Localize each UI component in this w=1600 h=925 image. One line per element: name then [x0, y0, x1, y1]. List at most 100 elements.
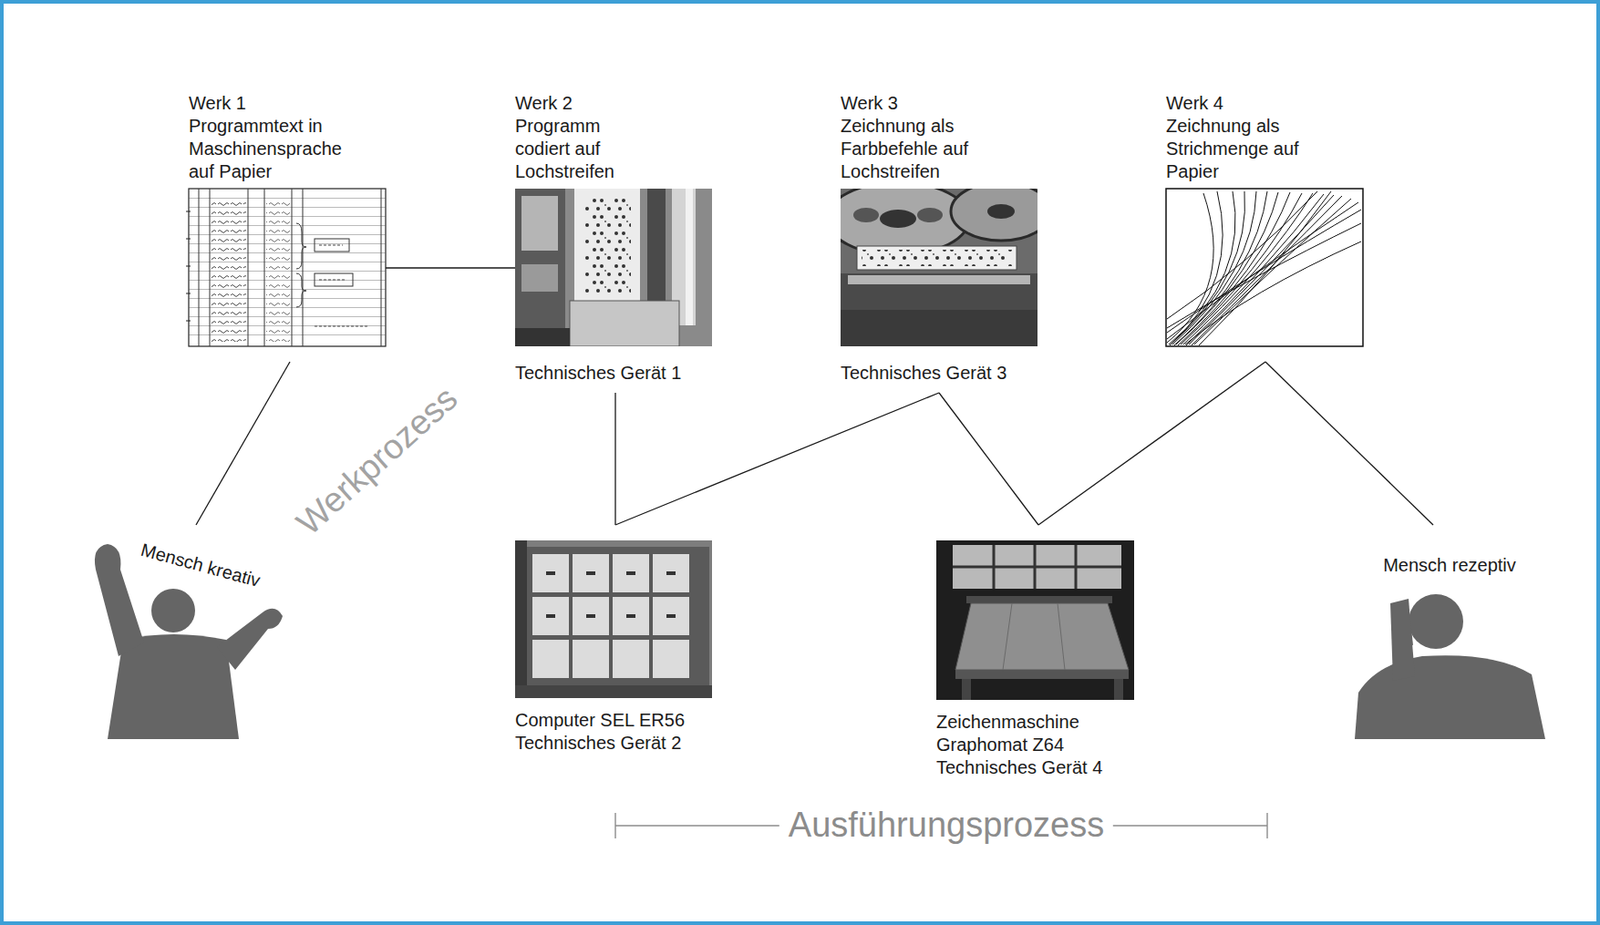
tape-reader-photo: [521, 264, 558, 292]
plotter-photo: [966, 596, 1113, 604]
line-drawing: [1191, 196, 1342, 346]
tape-reader-photo: [515, 188, 713, 347]
tape-reader-photo: [515, 188, 713, 347]
work-heading: Werk 2: [515, 92, 713, 115]
work-description: Programmtext in Maschinensprache auf Pap…: [188, 114, 367, 184]
work-description: Programm codiert auf Lochstreifen: [515, 114, 634, 184]
computer-photo: [612, 640, 650, 679]
execution-bracket: [614, 813, 616, 839]
computer-photo: [586, 614, 596, 619]
plotter-photo: [952, 545, 1122, 589]
plotter-photo: [1114, 679, 1124, 701]
tape-reels-photo: [847, 275, 1031, 285]
device-label: Technisches Gerät 3: [840, 361, 1038, 385]
program-sheet: [198, 188, 382, 347]
tape-reader-photo: [515, 188, 566, 347]
image-slot: [840, 183, 1038, 347]
connector-line: [385, 267, 516, 269]
computer-photo: [532, 554, 569, 593]
tape-reels-photo: [840, 309, 1038, 347]
line-drawing: [1166, 188, 1363, 347]
computer-photo: [532, 640, 569, 679]
line-drawing: [1180, 193, 1302, 345]
tape-reader-photo: [515, 328, 570, 347]
connector-line: [614, 392, 616, 526]
work-heading: Werk 4: [1166, 92, 1363, 115]
work-heading: Werk 3: [840, 92, 1038, 115]
work-node: Werk 3Zeichnung als Farbbefehle auf Loch…: [840, 92, 1038, 393]
person-label: Mensch rezeptiv: [1358, 554, 1541, 578]
plotter-photo: [936, 540, 1135, 701]
receptive-person-silhouette: [1354, 655, 1546, 740]
connector-line: [939, 392, 1039, 526]
plotter-photo: [1002, 603, 1065, 671]
computer-photo: [515, 540, 713, 699]
computer-photo: [666, 614, 676, 619]
line-drawing: [1166, 202, 1359, 340]
image-slot: [109, 577, 292, 742]
computer-photo: [666, 571, 676, 576]
receptive-person-silhouette: [1408, 594, 1464, 650]
tape-reels-photo: [861, 249, 1012, 267]
line-drawing: [1166, 191, 1362, 346]
computer-photo: [546, 571, 676, 619]
connector-line: [1038, 361, 1266, 526]
device-label: Technisches Gerät 1: [515, 361, 713, 385]
image-slot: [515, 183, 713, 347]
tape-reels-photo: [840, 188, 1038, 347]
work-node: Werk 1Programmtext in Maschinensprache a…: [188, 92, 386, 362]
tape-reels-photo: [840, 188, 970, 256]
program-sheet: [296, 223, 307, 269]
program-sheet: [211, 199, 247, 342]
tape-reels-photo: [840, 273, 1038, 310]
device-label: Technisches Gerät 2: [515, 732, 713, 755]
tape-reels-photo: [840, 188, 1038, 347]
device-name: Computer SEL ER56: [515, 709, 713, 733]
tape-reels-photo: [917, 207, 943, 223]
program-sheet: [185, 211, 191, 321]
line-drawing: [1166, 209, 1362, 333]
computer-photo: [572, 640, 610, 679]
line-drawing: [1166, 193, 1214, 343]
plotter-photo: [952, 545, 1122, 589]
program-sheet: [314, 245, 370, 327]
computer-photo: [626, 614, 636, 619]
line-drawing: [1166, 191, 1318, 320]
plotter-photo: [955, 603, 1129, 671]
program-sheet: [188, 188, 386, 347]
program-sheet: [266, 199, 290, 342]
connector-line: [1265, 361, 1434, 526]
line-drawing: [1166, 188, 1363, 347]
image-slot: [515, 525, 713, 699]
device-name: Zeichenmaschine Graphomat Z64: [936, 711, 1101, 757]
tape-reels-photo: [987, 204, 1015, 219]
tape-reader-photo: [521, 196, 558, 251]
person-node: Mensch rezeptiv: [1358, 525, 1541, 742]
device-node: Computer SEL ER56Technisches Gerät 2: [515, 525, 713, 755]
work-description: Zeichnung als Farbbefehle auf Lochstreif…: [840, 114, 991, 184]
computer-photo: [515, 540, 527, 699]
tape-reels-photo: [950, 188, 1038, 241]
computer-photo: [572, 597, 610, 636]
creative-person-silhouette: [216, 609, 283, 671]
computer-photo: [652, 554, 690, 593]
tape-reader-photo: [685, 188, 693, 326]
person-label: Mensch kreativ: [109, 531, 292, 601]
computer-photo: [652, 640, 690, 679]
image-slot: [936, 525, 1135, 701]
computer-photo: [572, 554, 610, 593]
computer-photo: [612, 597, 650, 636]
tape-reader-photo: [574, 188, 640, 303]
computer-photo: [532, 597, 569, 636]
computer-photo: [546, 614, 556, 619]
line-drawing: [1168, 191, 1236, 345]
tape-reader-photo: [569, 300, 680, 347]
work-heading: Werk 1: [188, 92, 386, 115]
device-node: Zeichenmaschine Graphomat Z64Technisches…: [936, 525, 1135, 780]
computer-photo: [652, 597, 690, 636]
computer-photo: [612, 554, 650, 593]
computer-photo: [546, 571, 556, 576]
plotter-photo: [936, 540, 1135, 701]
tape-reels-photo: [853, 207, 879, 223]
image-slot: [188, 183, 386, 347]
